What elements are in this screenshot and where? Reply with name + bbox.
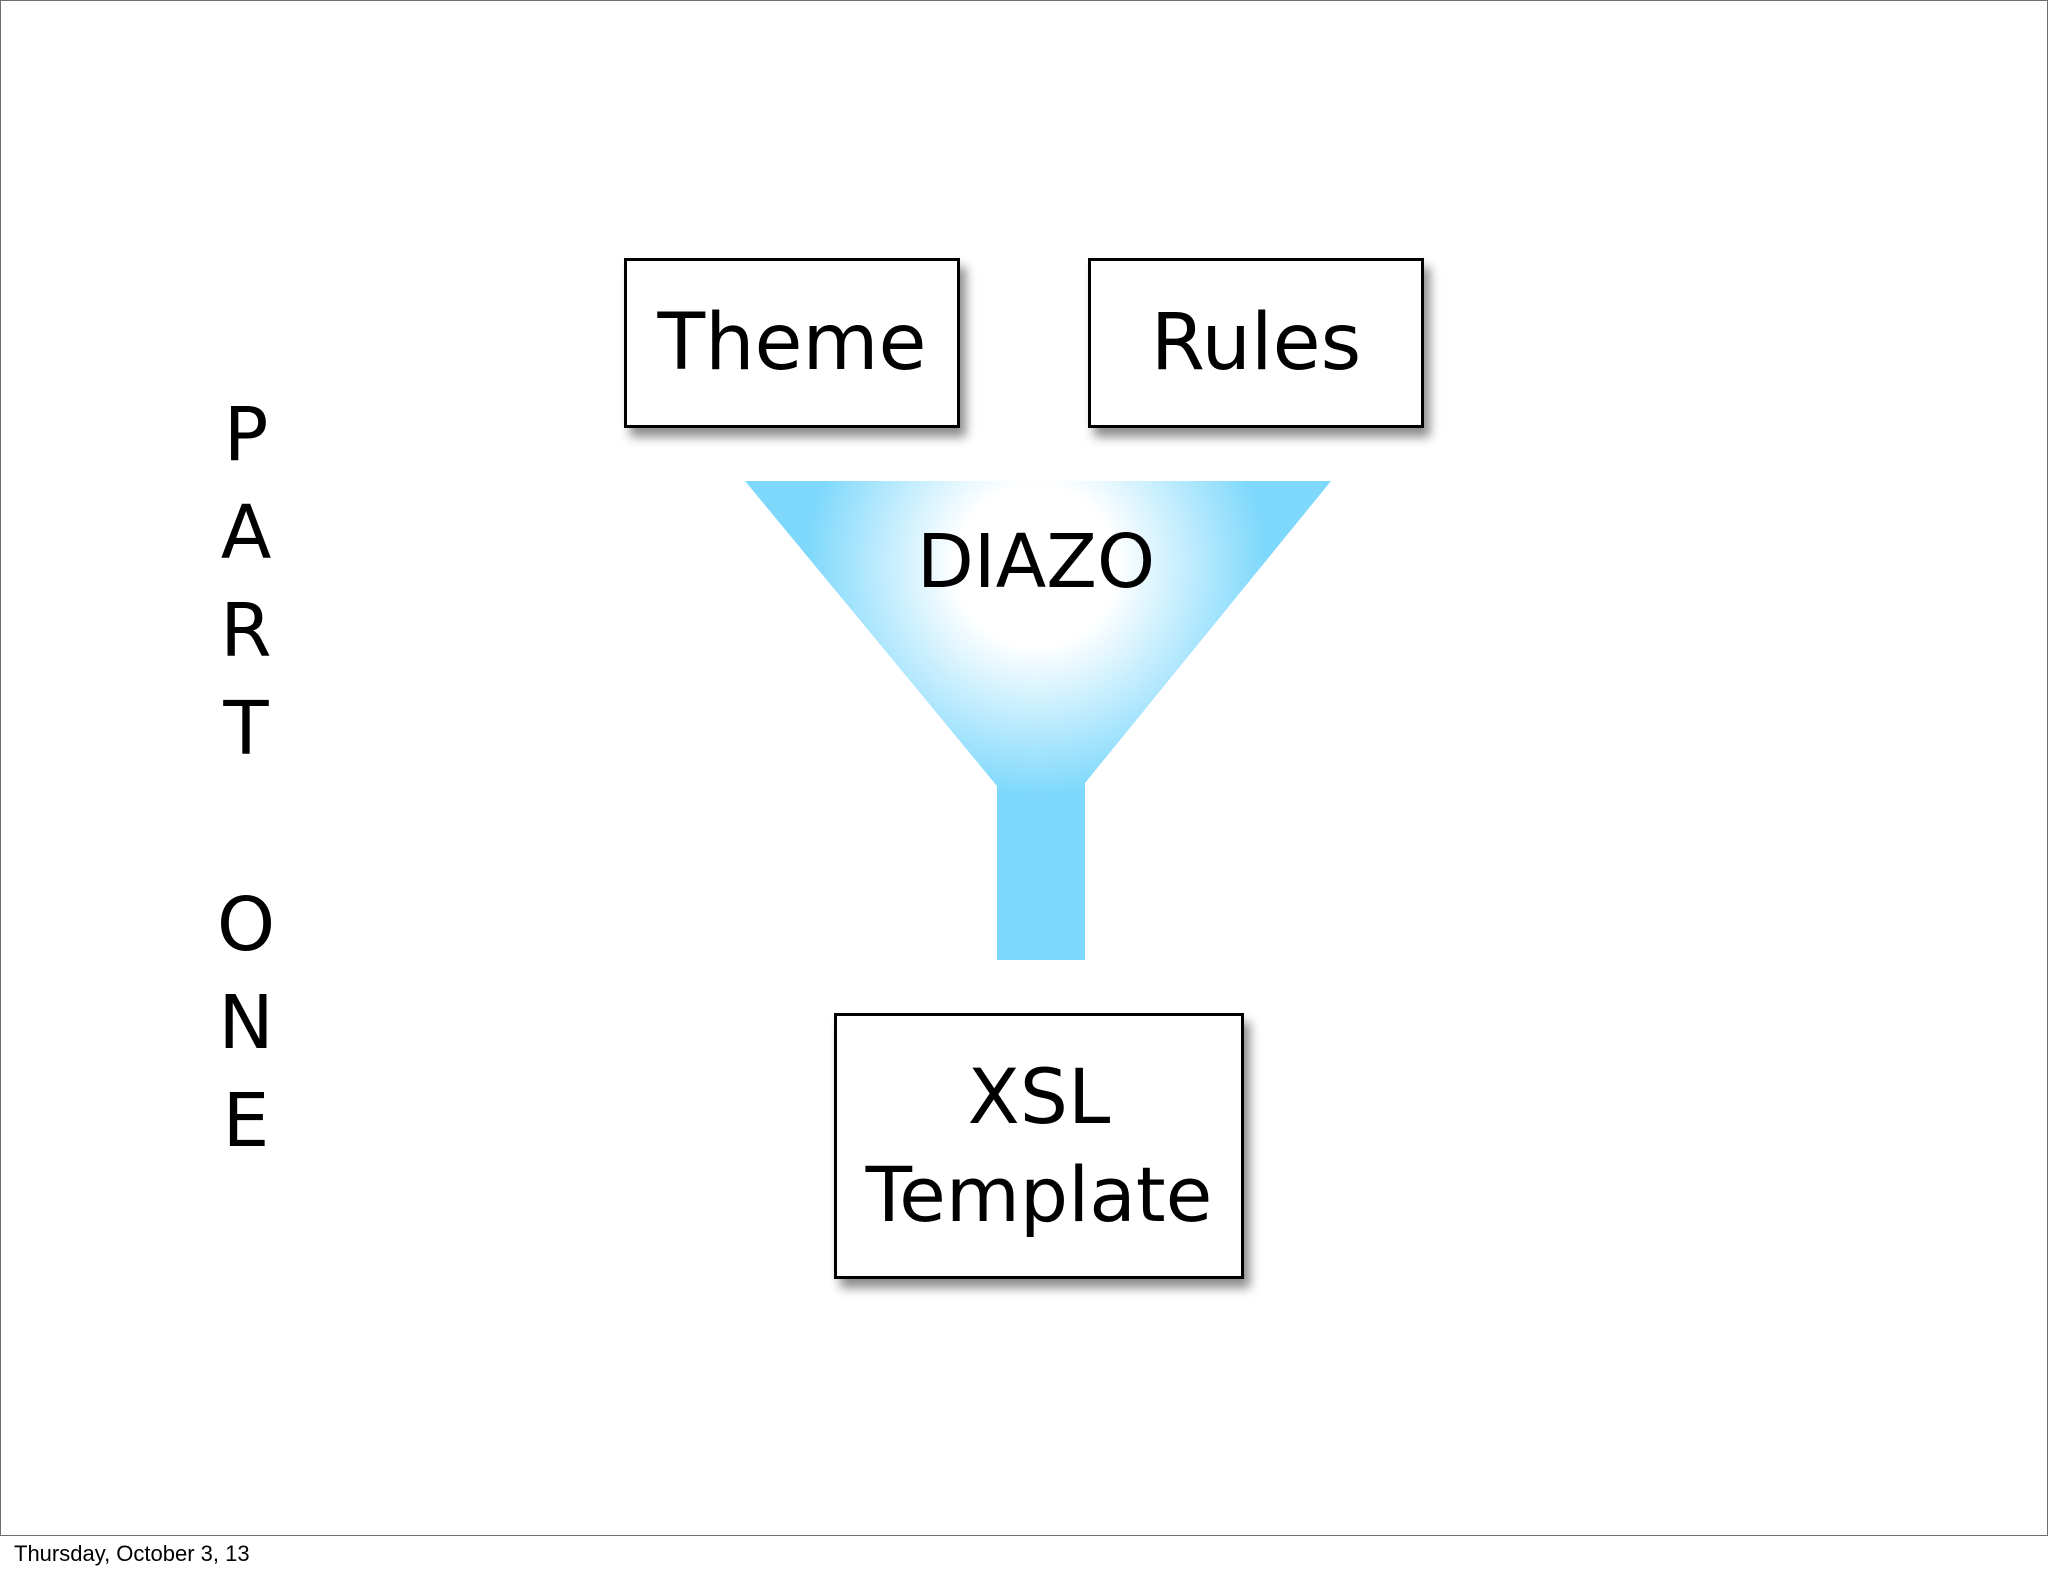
title-letter: N	[218, 980, 274, 1066]
title-letter: R	[220, 588, 272, 674]
xsl-template-box: XSL Template	[834, 1013, 1244, 1279]
theme-label: Theme	[657, 298, 927, 388]
funnel-shape	[745, 481, 1331, 960]
rules-label: Rules	[1150, 298, 1362, 388]
title-letter: O	[216, 882, 276, 968]
theme-box: Theme	[624, 258, 960, 428]
title-letter: P	[223, 392, 269, 478]
slide-canvas: P A R T O N E Theme Rules DIAZO XSL Temp…	[0, 0, 2048, 1536]
title-letter: E	[222, 1078, 270, 1164]
xsl-label-line2: Template	[865, 1150, 1213, 1239]
funnel-body	[745, 481, 1331, 960]
diazo-label: DIAZO	[916, 519, 1156, 605]
title-letter: A	[220, 490, 272, 576]
part-one-vertical-title: P A R T O N E	[201, 386, 291, 1170]
footer-date: Thursday, October 3, 13	[14, 1541, 250, 1566]
rules-box: Rules	[1088, 258, 1424, 428]
title-letter: T	[223, 686, 269, 772]
xsl-label-line1: XSL	[967, 1052, 1111, 1141]
